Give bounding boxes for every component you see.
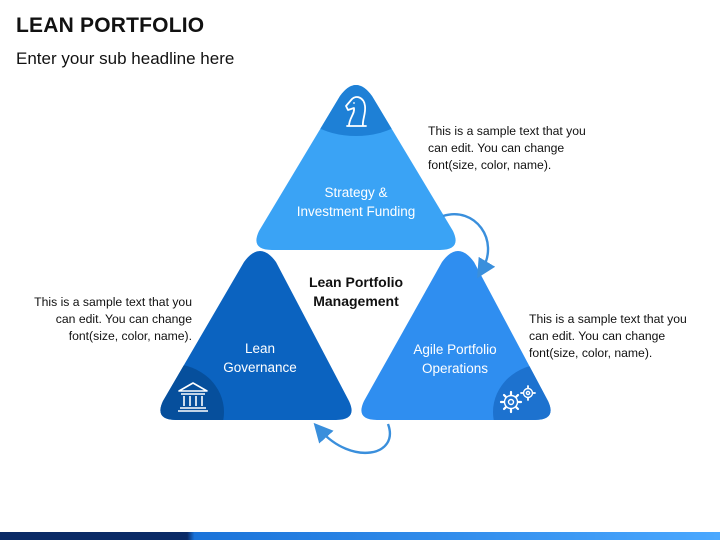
gears-icon xyxy=(499,385,536,414)
arrow-top-to-right xyxy=(442,213,496,279)
triangle-label-governance: Lean Governance xyxy=(223,341,297,375)
chess-knight-icon xyxy=(345,96,367,127)
page-title: LEAN PORTFOLIO xyxy=(16,14,205,37)
triangle-lean-governance xyxy=(160,251,352,420)
arrow-right-to-left xyxy=(313,422,391,454)
triangle-label-strategy: Strategy & Investment Funding xyxy=(296,185,416,219)
description-top: This is a sample text that you can edit.… xyxy=(428,124,586,172)
center-label: Lean Portfolio Management xyxy=(308,274,404,309)
bank-building-icon xyxy=(178,382,208,412)
triangle-label-operations: Agile Portfolio Operations xyxy=(413,342,497,376)
triangle-agile-portfolio-operations xyxy=(361,251,551,420)
page-subtitle: Enter your sub headline here xyxy=(16,49,235,68)
description-right: This is a sample text that you can edit.… xyxy=(529,312,687,360)
footer-color-bar xyxy=(0,532,720,540)
description-left: This is a sample text that you can edit.… xyxy=(34,295,192,343)
